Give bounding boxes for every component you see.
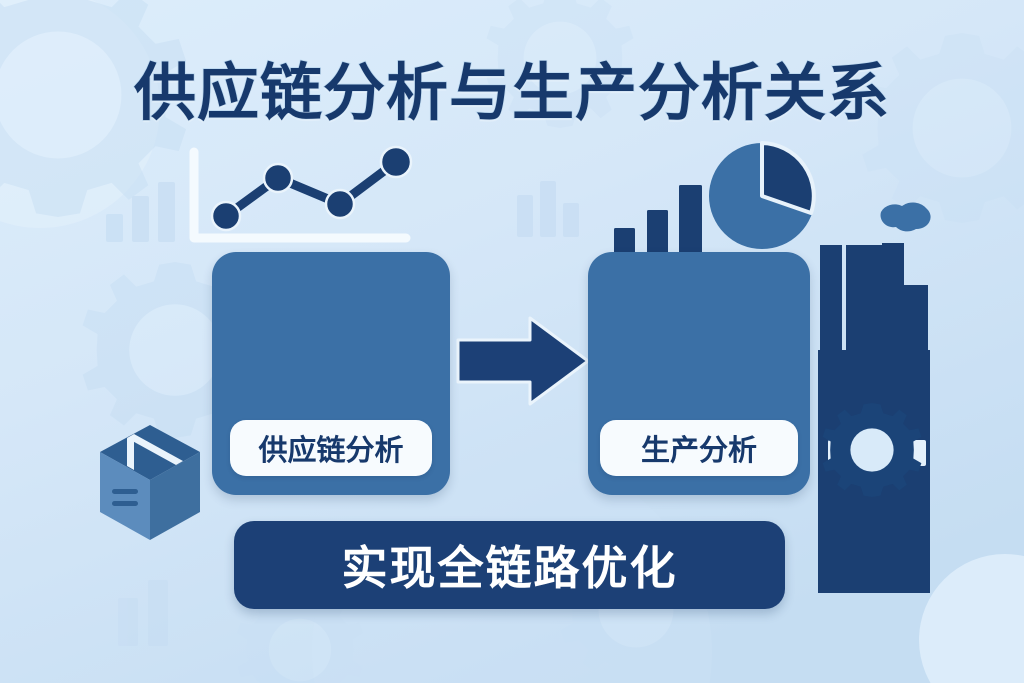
gear-icon [822,403,922,497]
watermark-bar-chart-mid [517,181,579,237]
arrow-right-icon [456,316,590,406]
bar-chart-icon [614,185,702,268]
background-blob [919,554,1024,683]
watermark-bar-chart-bottom [118,580,168,646]
package-box-icon [100,425,200,540]
factory-icon [818,202,931,593]
line-chart-icon [189,145,413,243]
pie-chart-icon [709,141,816,249]
hierarchy-network-icon [254,285,404,405]
watermark-bar-chart-left [106,182,175,242]
growth-bar-chart-icon [629,293,763,415]
